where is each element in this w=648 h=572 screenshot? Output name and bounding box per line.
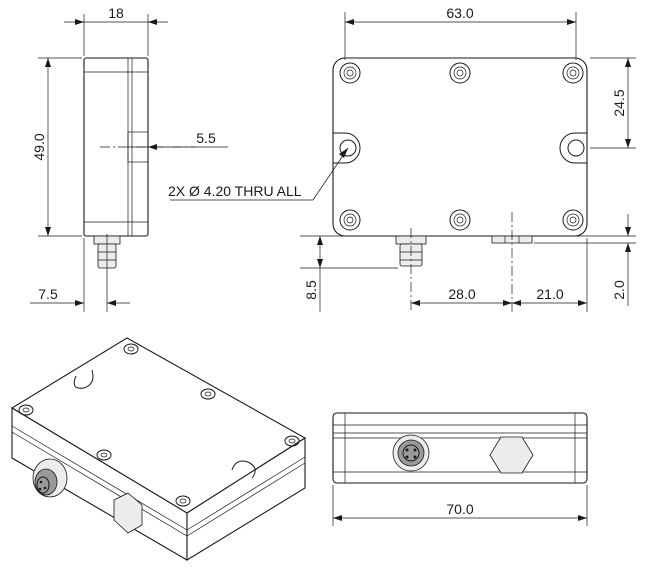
hole-callout: 2X Ø 4.20 THRU ALL xyxy=(168,147,349,201)
dim-conn-to-feature: 28.0 xyxy=(411,286,512,306)
screw-bl xyxy=(339,209,361,231)
iso-screw xyxy=(200,388,216,400)
front-view xyxy=(332,412,588,484)
iso-screw xyxy=(284,435,300,447)
dim-label-feature-height: 2.0 xyxy=(611,280,627,300)
front-hex-feature xyxy=(489,436,534,474)
dim-label-groove: 5.5 xyxy=(196,130,216,146)
iso-hex-feature xyxy=(113,492,143,534)
dim-label-connector-height: 8.5 xyxy=(303,280,319,300)
dim-label-connector-offset: 7.5 xyxy=(38,286,58,302)
dim-front-length: 70.0 xyxy=(332,485,588,526)
dim-connector-offset: 7.5 xyxy=(30,238,130,312)
dim-label-top-width: 63.0 xyxy=(446,5,473,21)
dim-label-conn-to-feature: 28.0 xyxy=(448,286,475,302)
dim-label-side-height: 49.0 xyxy=(31,133,47,160)
front-connector xyxy=(392,434,430,472)
screw-tr xyxy=(562,62,584,84)
through-hole-right xyxy=(567,139,585,157)
hole-callout-label: 2X Ø 4.20 THRU ALL xyxy=(168,183,302,199)
iso-screw xyxy=(123,343,139,355)
screw-br xyxy=(562,209,584,231)
side-view xyxy=(83,57,195,312)
dim-label-front-length: 70.0 xyxy=(446,501,473,517)
dim-connector-height: 8.5 xyxy=(300,235,400,312)
screw-bm xyxy=(449,209,471,231)
dim-hole-spacing: 24.5 xyxy=(590,57,636,149)
dim-side-width: 18 xyxy=(64,5,168,56)
dim-top-width: 63.0 xyxy=(344,5,577,60)
dim-label-hole-spacing: 24.5 xyxy=(611,89,627,116)
iso-screw xyxy=(18,404,34,416)
screw-tm xyxy=(449,62,471,84)
dim-feature-height: 2.0 xyxy=(534,214,636,306)
top-view xyxy=(332,57,588,312)
iso-connector xyxy=(32,458,68,498)
iso-screw xyxy=(96,449,112,461)
dim-label-side-width: 18 xyxy=(108,5,124,21)
iso-screw xyxy=(175,495,191,507)
through-hole-left xyxy=(339,139,357,157)
isometric-view xyxy=(10,337,307,561)
dim-label-feature-to-edge: 21.0 xyxy=(536,286,563,302)
screw-tl xyxy=(339,62,361,84)
dim-feature-to-edge: 21.0 xyxy=(512,238,588,312)
dim-side-height: 49.0 xyxy=(31,57,82,237)
dim-groove: 5.5 xyxy=(148,130,228,150)
